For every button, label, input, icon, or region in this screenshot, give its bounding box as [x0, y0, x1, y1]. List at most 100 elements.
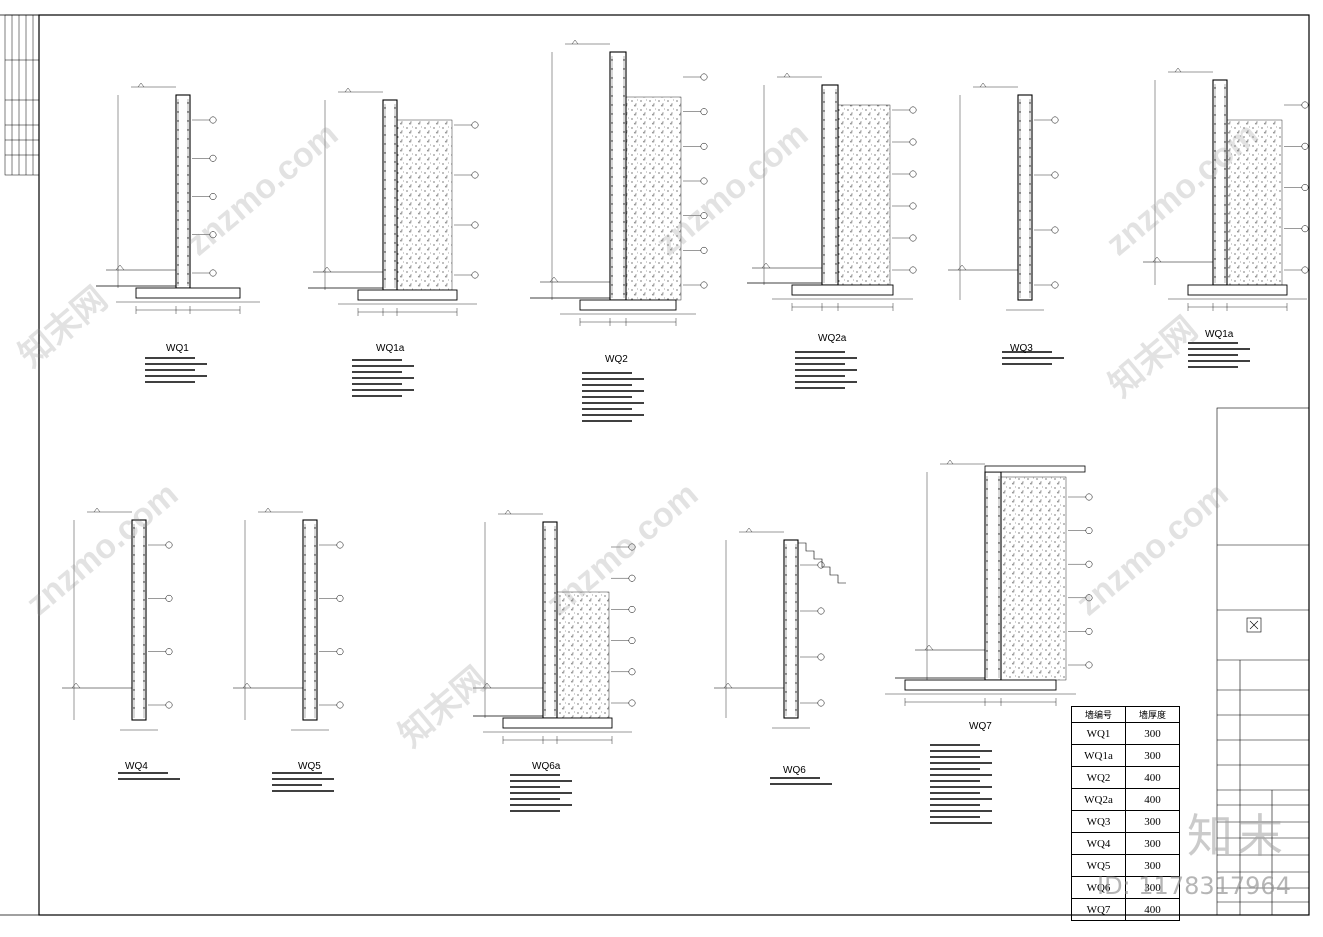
rebar-dot: [304, 617, 306, 619]
rebar-dot: [785, 592, 787, 594]
rebar-dot: [611, 104, 613, 106]
rebar-dot: [187, 201, 189, 203]
rebar-dot: [611, 140, 613, 142]
rebar-dot: [177, 264, 179, 266]
rebar-dot: [177, 210, 179, 212]
rebar-dot: [795, 646, 797, 648]
rebar-dot: [314, 536, 316, 538]
rebar-dot: [394, 278, 396, 280]
rebar-dot: [394, 206, 396, 208]
rebar-dot: [544, 700, 546, 702]
rebar-dot: [133, 545, 135, 547]
rebar-dot: [133, 680, 135, 682]
elevation-mark: [761, 262, 771, 269]
rebar-dot: [1019, 102, 1021, 104]
rebar-dot: [133, 527, 135, 529]
thickness-cell: 400: [1125, 766, 1180, 789]
rebar-dot: [611, 248, 613, 250]
rebar-dot: [998, 551, 1000, 553]
section-caption-wq2: WQ2: [605, 354, 628, 365]
rebar-dot: [544, 556, 546, 558]
callout-bubble: [817, 561, 825, 569]
rebar-dot: [314, 689, 316, 691]
rebar-dot: [986, 650, 988, 652]
rebar-dot: [143, 689, 145, 691]
rebar-dot: [611, 284, 613, 286]
rebar-dot: [835, 200, 837, 202]
thickness-cell: 300: [1125, 744, 1180, 767]
table-header-cell: 墙厚度: [1125, 706, 1180, 723]
thickness-cell: 300: [1125, 832, 1180, 855]
callout-bubble: [909, 266, 917, 274]
rebar-dot: [187, 129, 189, 131]
elevation-mark: [482, 682, 492, 689]
rebar-dot: [785, 601, 787, 603]
rebar-dot: [1214, 213, 1216, 215]
rebar-dot: [823, 263, 825, 265]
rebar-dot: [823, 101, 825, 103]
rebar-dot: [554, 556, 556, 558]
rebar-dot: [611, 275, 613, 277]
rebar-dot: [143, 662, 145, 664]
rebar-dot: [1019, 156, 1021, 158]
rebar-dot: [835, 209, 837, 211]
rebar-dot: [544, 538, 546, 540]
callout-bubble: [1301, 266, 1309, 274]
rebar-dot: [1224, 141, 1226, 143]
wall-section: [1017, 94, 1033, 301]
rebar-dot: [544, 610, 546, 612]
callout-bubble: [1085, 560, 1093, 568]
rebar-dot: [998, 605, 1000, 607]
rebar-dot: [143, 536, 145, 538]
rebar-dot: [785, 664, 787, 666]
rebar-dot: [998, 668, 1000, 670]
rebar-dot: [835, 191, 837, 193]
rebar-dot: [384, 152, 386, 154]
rebar-dot: [623, 176, 625, 178]
rebar-dot: [187, 120, 189, 122]
rebar-dot: [611, 230, 613, 232]
rebar-dot: [1214, 159, 1216, 161]
rebar-dot: [143, 572, 145, 574]
rebar-dot: [143, 554, 145, 556]
rebar-dot: [394, 188, 396, 190]
rebar-dot: [785, 700, 787, 702]
rebar-dot: [1224, 222, 1226, 224]
callout-bubble: [1085, 594, 1093, 602]
backfill-soil: [625, 96, 682, 301]
rebar-dot: [133, 689, 135, 691]
rebar-dot: [785, 619, 787, 621]
rebar-dot: [835, 92, 837, 94]
rebar-dot: [133, 644, 135, 646]
rebar-dot: [795, 592, 797, 594]
rebar-dot: [133, 563, 135, 565]
rebar-dot: [611, 131, 613, 133]
callout-bubble: [336, 594, 344, 602]
rebar-dot: [1019, 255, 1021, 257]
rebar-dot: [143, 680, 145, 682]
rebar-dot: [143, 608, 145, 610]
rebar-dot: [384, 278, 386, 280]
rebar-dot: [384, 107, 386, 109]
rebar-dot: [623, 104, 625, 106]
rebar-dot: [314, 617, 316, 619]
rebar-dot: [133, 635, 135, 637]
rebar-dot: [554, 664, 556, 666]
rebar-dot: [544, 628, 546, 630]
rebar-dot: [611, 167, 613, 169]
callout-bubble: [209, 154, 217, 162]
rebar-dot: [998, 641, 1000, 643]
callout-bubble: [700, 73, 708, 81]
rebar-dot: [611, 176, 613, 178]
rebar-dot: [394, 179, 396, 181]
rebar-dot: [1224, 186, 1226, 188]
roof-slab: [984, 465, 1086, 473]
callout-bubble: [628, 574, 636, 582]
thickness-cell: 300: [1125, 854, 1180, 877]
rebar-dot: [1029, 147, 1031, 149]
callout-bubble: [165, 594, 173, 602]
rebar-dot: [1224, 249, 1226, 251]
rebar-dot: [823, 146, 825, 148]
rebar-dot: [143, 581, 145, 583]
